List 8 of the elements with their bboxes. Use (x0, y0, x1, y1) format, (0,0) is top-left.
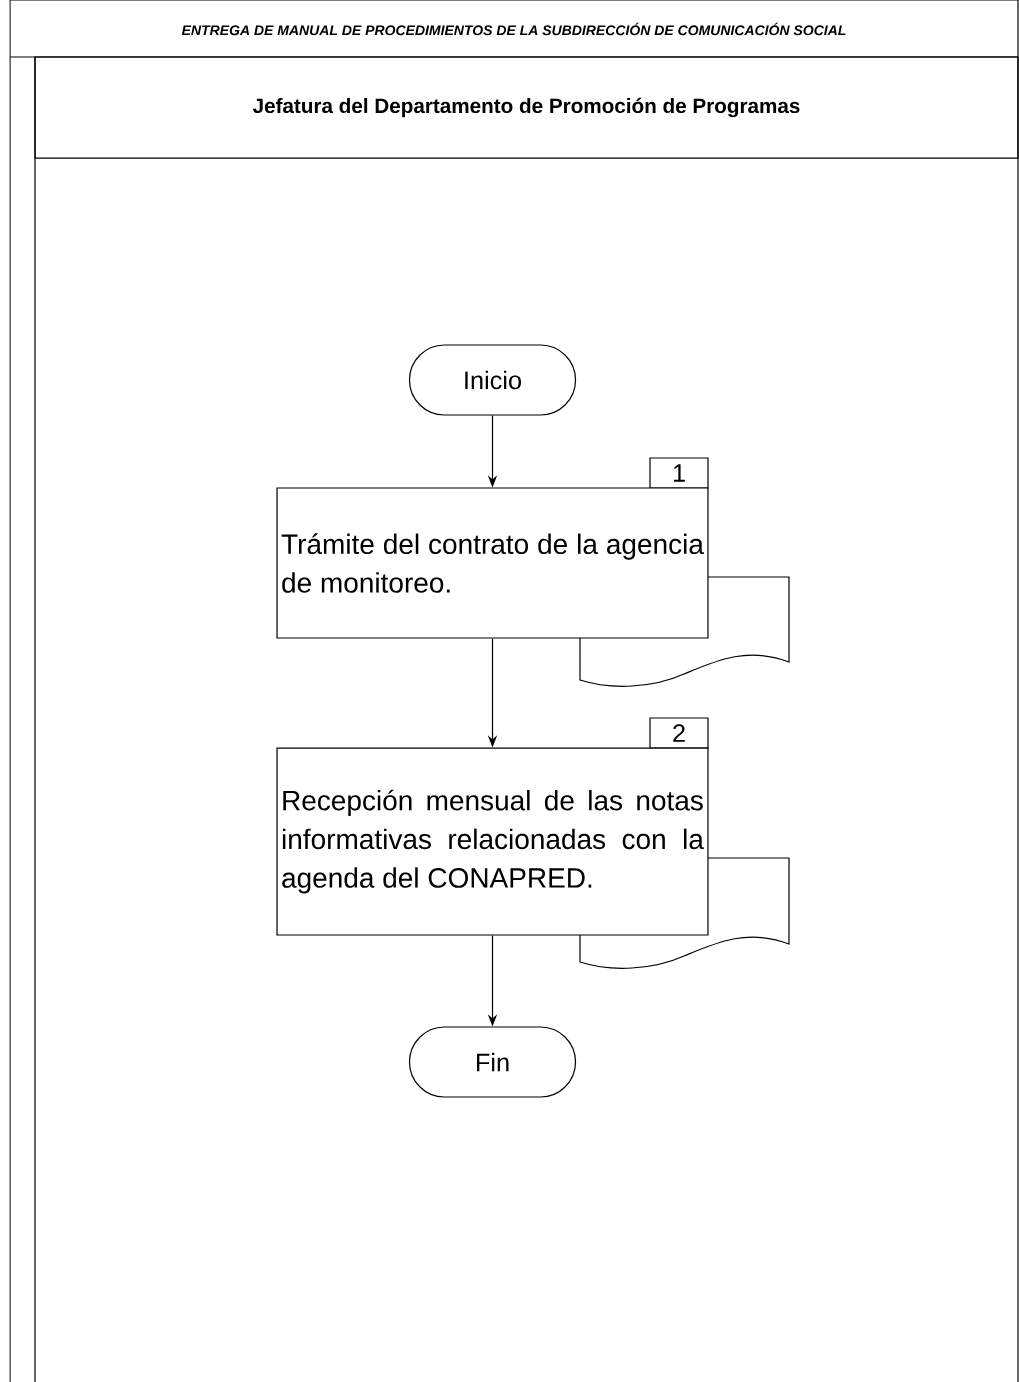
process-box: Recepción mensual de las notas informativas relacionadas con la agenda del CONAPRED. (276, 747, 709, 936)
step-number: 2 (649, 717, 709, 749)
lane-header: Jefatura del Departamento de Promoción de Programas (34, 56, 1019, 159)
terminator: Fin (408, 1026, 577, 1098)
process-box: Trámite del contrato de la agencia de monitoreo. (276, 487, 709, 639)
terminator: Inicio (408, 344, 577, 416)
pool-title: ENTREGA DE MANUAL DE PROCEDIMIENTOS DE LA SUBDIRECCIÓN DE COMUNICACIÓN SOCIAL (181, 22, 846, 36)
step-number: 1 (649, 457, 709, 489)
